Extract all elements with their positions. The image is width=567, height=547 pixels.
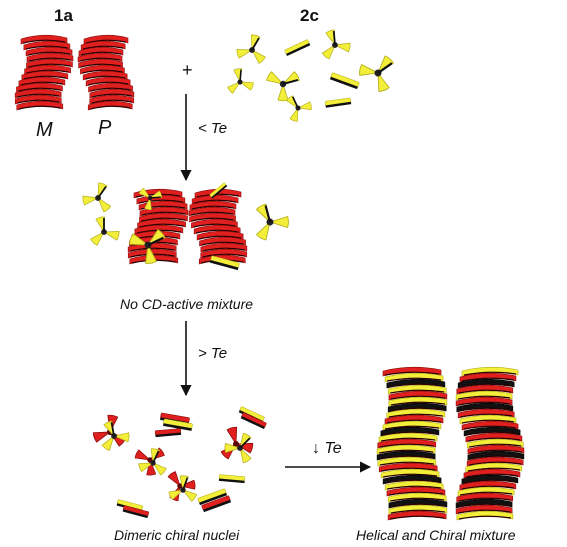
yellow-propellers-2c — [224, 26, 404, 125]
red-helical-stack-mixture-left — [128, 189, 188, 264]
label-m: M — [36, 119, 53, 142]
caption-no-cd-mixture: No CD-active mixture — [120, 296, 253, 312]
condition-above-te: > Te — [198, 345, 227, 362]
red-helical-stack-mixture-right — [189, 189, 247, 264]
yellow-propellers-mixture — [80, 179, 293, 270]
condition-below-te: < Te — [198, 120, 227, 137]
mixed-helical-stack-right — [456, 367, 524, 520]
caption-helical-chiral: Helical and Chiral mixture — [356, 527, 516, 543]
caption-dimeric-nuclei: Dimeric chiral nuclei — [114, 527, 239, 543]
mixed-helical-stack-left — [377, 367, 447, 520]
label-1a: 1a — [54, 6, 73, 26]
label-p: P — [98, 117, 111, 140]
condition-cooling-te: ↓ Te — [312, 440, 342, 458]
dimeric-chiral-nuclei — [91, 406, 267, 518]
red-helical-stack-p — [78, 35, 134, 110]
plus-sign: + — [182, 60, 193, 81]
red-helical-stack-m — [15, 35, 73, 110]
label-2c: 2c — [300, 6, 319, 26]
